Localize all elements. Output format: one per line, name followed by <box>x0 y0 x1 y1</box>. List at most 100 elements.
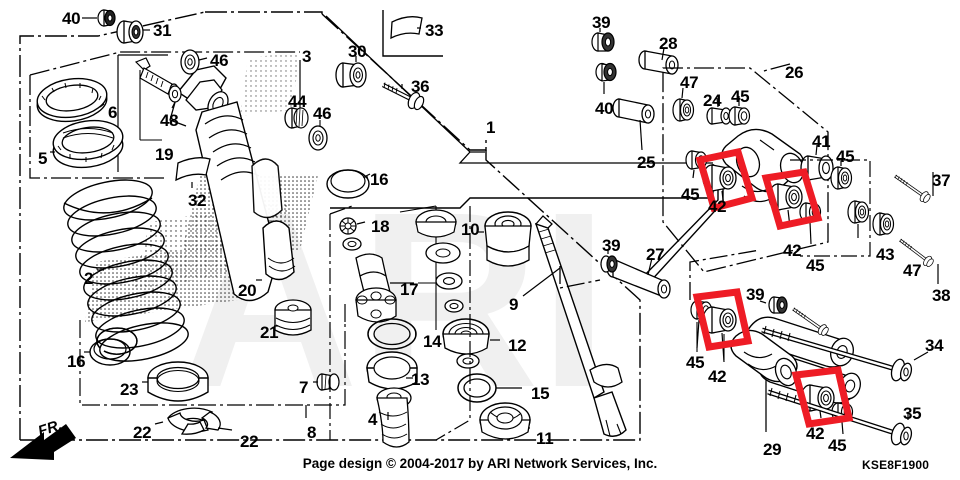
callout-35: 35 <box>903 404 922 423</box>
callout-32: 32 <box>188 191 207 210</box>
highlight-42-lower-right <box>791 366 854 428</box>
callout-5: 5 <box>38 149 48 168</box>
callout-39-lower: 39 <box>746 285 765 304</box>
callout-20: 20 <box>238 281 257 300</box>
part-5-lock-ring <box>50 119 124 169</box>
part-34-bolt-shaft <box>761 325 929 382</box>
callout-39-mid: 39 <box>602 236 621 255</box>
callout-45-arm-left: 45 <box>686 353 705 372</box>
part-43-bearing <box>847 200 870 238</box>
part-35-bolt-shaft <box>767 387 913 446</box>
callout-39-top: 39 <box>592 13 611 32</box>
callout-47-lower: 47 <box>903 261 922 280</box>
callout-23: 23 <box>120 380 139 399</box>
part-16-snap-ring-upper <box>326 169 371 199</box>
part-12-small-ring <box>456 353 480 369</box>
callout-28: 28 <box>659 34 678 53</box>
part-46-bearing-upper <box>180 49 208 75</box>
part-38-bolt <box>892 237 940 284</box>
part-18-washer <box>342 237 362 251</box>
highlight-layer <box>692 147 854 428</box>
callout-31: 31 <box>153 21 172 40</box>
callout-46-upper: 46 <box>210 51 229 70</box>
part-18-nut <box>339 217 366 235</box>
part-4-bump-rubber <box>376 387 412 448</box>
part-22-split-collars <box>154 407 233 435</box>
part-12-rubber-bushing <box>442 318 500 355</box>
part-36-bolt <box>381 82 425 111</box>
callout-16-lower: 16 <box>67 352 86 371</box>
callout-9: 9 <box>509 295 519 314</box>
diagram-part-number: KSE8F1900 <box>862 458 930 472</box>
callout-43: 43 <box>876 245 895 264</box>
part-2-spring <box>63 179 189 362</box>
part-17-rings <box>415 209 464 313</box>
callout-21: 21 <box>260 323 279 342</box>
part-33-box <box>382 10 443 57</box>
part-24-collar <box>706 97 732 125</box>
part-46-bearing-right <box>308 120 328 151</box>
callout-45-left: 45 <box>681 185 700 204</box>
part-45-collar-left <box>685 150 708 179</box>
callout-26: 26 <box>785 63 804 82</box>
callout-17: 17 <box>400 280 419 299</box>
part-42-bushing-lower-right <box>800 384 835 419</box>
subgroup-box-26 <box>662 63 829 273</box>
part-45-collar-mid <box>830 158 853 190</box>
callout-47-upper: 47 <box>680 73 699 92</box>
highlight-42-upper-right <box>761 168 823 231</box>
part-11-joint-bearing <box>479 402 531 440</box>
callout-33: 33 <box>425 21 444 40</box>
part-45-collar-top <box>728 96 751 126</box>
callout-45-arm-right: 45 <box>828 436 847 455</box>
callout-22-right: 22 <box>240 432 259 451</box>
part-21-seal-stack <box>274 299 312 336</box>
callout-2: 2 <box>84 269 94 288</box>
part-9-damper-rod <box>522 215 627 437</box>
callout-1: 1 <box>486 118 496 137</box>
part-44-bearing <box>284 104 309 129</box>
highlight-42-upper-left <box>695 147 757 213</box>
region-outline-1 <box>325 15 713 164</box>
callout-10: 10 <box>461 220 480 239</box>
part-31-mount-rubber <box>116 20 150 44</box>
part-37-bolt <box>888 172 936 207</box>
part-25-collar <box>612 98 655 151</box>
callout-24: 24 <box>703 91 722 110</box>
callout-12: 12 <box>508 336 527 355</box>
callout-11: 11 <box>536 429 554 448</box>
part-3-shock-body <box>169 60 301 302</box>
part-20-bump-stop <box>256 220 296 281</box>
callout-42-upper-left: 42 <box>708 197 727 216</box>
subgroup-box-8 <box>79 300 346 418</box>
part-13-collar <box>366 351 418 390</box>
callout-27: 27 <box>646 245 665 264</box>
callout-16-upper: 16 <box>370 170 389 189</box>
callout-48: 48 <box>160 111 179 130</box>
callout-14: 14 <box>423 332 442 351</box>
part-10-rubber-mount <box>478 211 532 267</box>
callout-36: 36 <box>411 77 430 96</box>
callout-40-right: 40 <box>595 99 614 118</box>
part-32-pad <box>175 157 211 188</box>
callout-45-mid: 45 <box>836 147 855 166</box>
callout-13: 13 <box>411 370 430 389</box>
callout-46-right: 46 <box>313 104 332 123</box>
callout-42-lower-right: 42 <box>806 424 825 443</box>
callout-8: 8 <box>307 423 317 442</box>
footer-copyright: Page design © 2004-2017 by ARI Network S… <box>302 456 658 471</box>
callout-25: 25 <box>637 153 656 172</box>
subgroup-box-4 <box>329 205 471 441</box>
highlight-42-lower-left <box>692 288 753 351</box>
part-45-collar-arm-right <box>831 402 854 435</box>
part-23-spring-seat <box>142 361 209 402</box>
callout-45-top: 45 <box>731 87 750 106</box>
part-7-valve-nut <box>313 373 340 391</box>
subgroup-box-29 <box>559 249 761 300</box>
part-6-adjuster-ring <box>36 77 108 123</box>
part-40-top-nut <box>82 9 116 27</box>
callout-3: 3 <box>302 47 312 66</box>
part-40-nut-right <box>595 62 617 94</box>
callout-40-top: 40 <box>62 9 81 28</box>
